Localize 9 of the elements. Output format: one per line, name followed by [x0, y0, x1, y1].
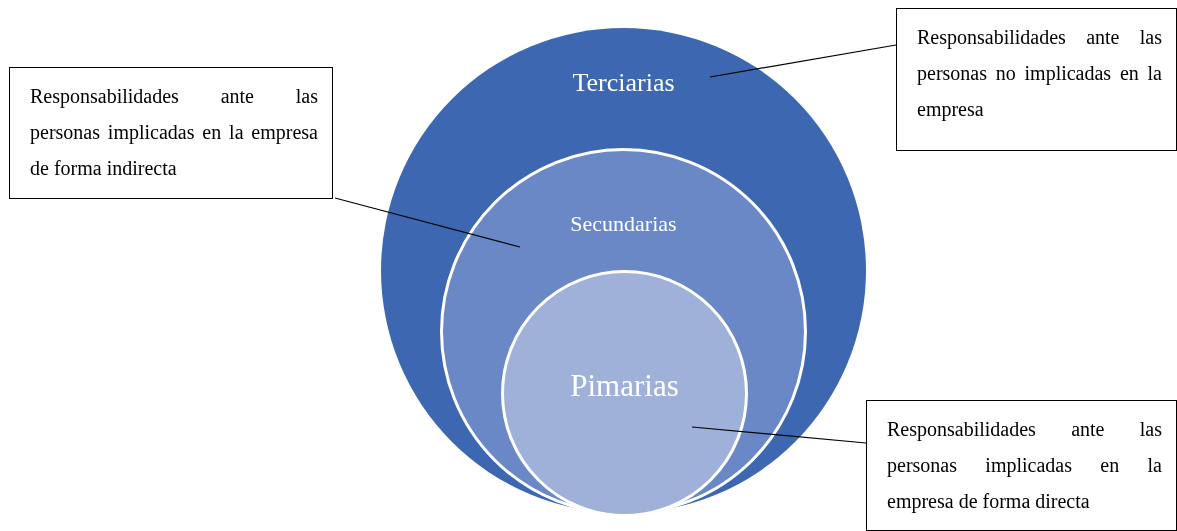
circle-label: Secundarias: [570, 211, 677, 236]
leader-line: [709, 44, 897, 78]
callout-box: Responsabilidades ante las personas no implicadas en la empresa: [896, 8, 1177, 151]
circle-label: Pimarias: [570, 368, 679, 403]
circle-label: Terciarias: [572, 68, 675, 97]
callout-box: Responsabilidades ante las personas implicadas en la empresa de forma directa: [866, 400, 1177, 531]
callout-box: Responsabilidades ante las personas implicadas en la empresa de forma indirecta: [9, 67, 333, 199]
leader-line: [334, 197, 521, 248]
leader-line: [691, 426, 867, 444]
